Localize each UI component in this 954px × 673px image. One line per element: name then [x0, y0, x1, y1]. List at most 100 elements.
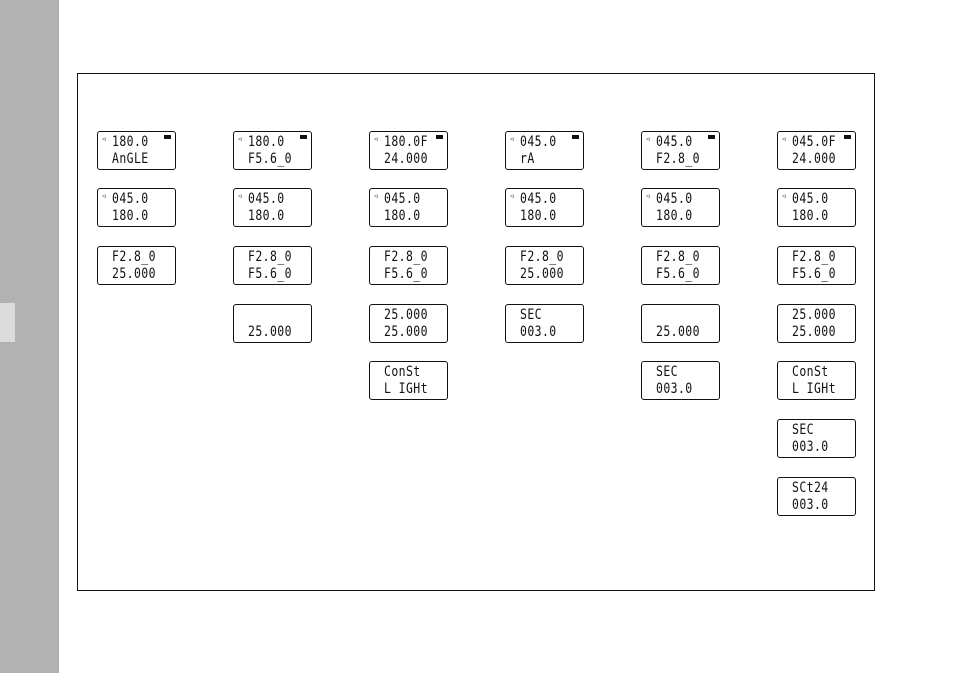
- lcd-line-1: 180.0F: [384, 134, 428, 150]
- lcd-line-1: SCt24: [792, 480, 829, 496]
- lcd-display: 25.000: [641, 304, 720, 343]
- lcd-row-bottom: AnGLE: [98, 150, 175, 168]
- lcd-row-top: ◃ 180.0: [234, 133, 311, 151]
- lcd-line-1: F2.8_0: [112, 249, 156, 265]
- lcd-row-bottom: rA: [506, 150, 583, 168]
- lcd-line-2: 180.0: [384, 208, 421, 224]
- lcd-line-2: 180.0: [520, 208, 557, 224]
- lcd-line-1: 045.0: [520, 191, 557, 207]
- lcd-line-2: 180.0: [656, 208, 693, 224]
- lcd-row-bottom: 25.000: [234, 323, 311, 341]
- lcd-line-2: 003.0: [656, 381, 693, 397]
- lcd-line-2: L IGHt: [792, 381, 836, 397]
- lcd-row-top: ◃045.0: [506, 133, 583, 151]
- lcd-row-bottom: 25.000: [98, 265, 175, 283]
- battery-icon: [572, 135, 579, 139]
- lcd-line-2: F5.6_0: [656, 266, 700, 282]
- lcd-row-top: ◃045.0F: [778, 133, 855, 151]
- arrow-indicator-icon: ◃: [374, 192, 378, 200]
- battery-icon: [300, 135, 307, 139]
- lcd-row-bottom: 180.0: [370, 207, 447, 225]
- lcd-line-2: 003.0: [792, 439, 829, 455]
- battery-icon: [708, 135, 715, 139]
- lcd-row-bottom: 25.000: [506, 265, 583, 283]
- lcd-line-1: SEC: [656, 364, 678, 380]
- lcd-row-top: F2.8_0: [98, 248, 175, 266]
- lcd-row-top: F2.8_0: [778, 248, 855, 266]
- lcd-line-1: F2.8_0: [656, 249, 700, 265]
- lcd-row-bottom: 180.0: [778, 207, 855, 225]
- battery-icon: [164, 135, 171, 139]
- lcd-line-1: 180.0: [248, 134, 285, 150]
- lcd-row-top: SEC: [778, 421, 855, 439]
- lcd-line-2: 180.0: [112, 208, 149, 224]
- lcd-row-bottom: F5.6_0: [234, 265, 311, 283]
- lcd-line-2: 25.000: [656, 324, 700, 340]
- figure-frame: [77, 73, 875, 591]
- lcd-row-bottom: F5.6_0: [778, 265, 855, 283]
- lcd-line-2: 180.0: [248, 208, 285, 224]
- lcd-row-bottom: L IGHt: [370, 380, 447, 398]
- lcd-row-bottom: F2.8_0: [642, 150, 719, 168]
- lcd-row-top: ◃ 045.0: [234, 190, 311, 208]
- arrow-indicator-icon: ◃: [510, 135, 514, 143]
- lcd-line-2: 25.000: [248, 324, 292, 340]
- lcd-row-bottom: 24.000: [778, 150, 855, 168]
- lcd-row-bottom: F5.6_0: [234, 150, 311, 168]
- arrow-indicator-icon: ◃: [238, 192, 242, 200]
- lcd-line-2: 003.0: [520, 324, 557, 340]
- lcd-row-bottom: F5.6_0: [642, 265, 719, 283]
- lcd-row-bottom: 25.000: [642, 323, 719, 341]
- lcd-line-1: SEC: [520, 307, 542, 323]
- lcd-row-top: SEC: [642, 363, 719, 381]
- lcd-line-1: 045.0: [384, 191, 421, 207]
- lcd-row-bottom: 180.0: [642, 207, 719, 225]
- lcd-row-top: SCt24: [778, 479, 855, 497]
- lcd-line-2: 25.000: [384, 324, 428, 340]
- lcd-row-bottom: 24.000: [370, 150, 447, 168]
- arrow-indicator-icon: ◃: [782, 135, 786, 143]
- lcd-row-top: ◃045.0: [642, 190, 719, 208]
- lcd-row-bottom: 003.0: [642, 380, 719, 398]
- lcd-line-1: ConSt: [792, 364, 829, 380]
- lcd-line-1: 045.0: [656, 191, 693, 207]
- arrow-indicator-icon: ◃: [646, 135, 650, 143]
- lcd-line-1: F2.8_0: [792, 249, 836, 265]
- chapter-tab: [0, 303, 15, 342]
- lcd-line-2: F2.8_0: [656, 151, 700, 167]
- lcd-row-top: F2.8_0: [370, 248, 447, 266]
- lcd-row-top: 25.000: [778, 306, 855, 324]
- lcd-line-2: rA: [520, 151, 535, 167]
- lcd-row-top: ◃ 180.0: [98, 133, 175, 151]
- lcd-line-1: F2.8_0: [520, 249, 564, 265]
- lcd-row-bottom: 180.0: [234, 207, 311, 225]
- lcd-line-1: 180.0: [112, 134, 149, 150]
- lcd-row-bottom: 003.0: [506, 323, 583, 341]
- lcd-row-top: ConSt: [778, 363, 855, 381]
- arrow-indicator-icon: ◃: [102, 192, 106, 200]
- lcd-row-bottom: 180.0: [506, 207, 583, 225]
- lcd-row-bottom: 25.000: [778, 323, 855, 341]
- lcd-row-top: 25.000: [370, 306, 447, 324]
- arrow-indicator-icon: ◃: [238, 135, 242, 143]
- lcd-line-1: 045.0: [248, 191, 285, 207]
- lcd-line-1: 25.000: [792, 307, 836, 323]
- arrow-indicator-icon: ◃: [374, 135, 378, 143]
- arrow-indicator-icon: ◃: [102, 135, 106, 143]
- lcd-row-top: ◃045.0: [642, 133, 719, 151]
- lcd-row-top: F2.8_0: [506, 248, 583, 266]
